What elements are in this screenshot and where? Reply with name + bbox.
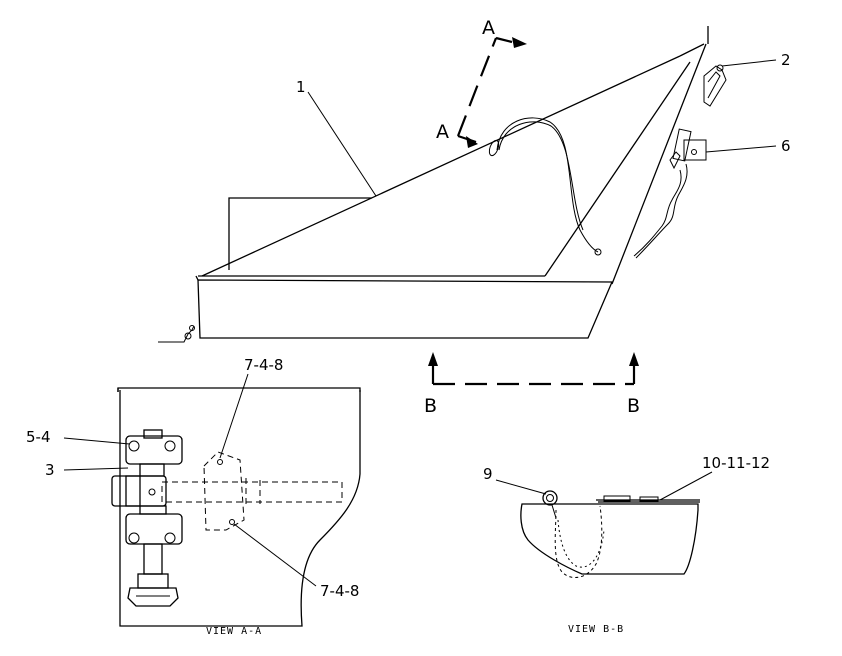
view-aa-detail: [111, 387, 361, 627]
callout-10-11-12: 10-11-12: [702, 454, 770, 472]
leader-9: [495, 479, 547, 495]
view-bb-detail: [520, 490, 700, 579]
view-bb-label: VIEW B-B: [568, 624, 624, 635]
leader-2: [721, 59, 777, 67]
section-marker-a-left: A: [436, 121, 449, 143]
callout-5-4: 5-4: [26, 428, 51, 446]
callout-7-4-8-top: 7-4-8: [244, 356, 283, 374]
leader-1: [307, 91, 377, 197]
main-assembly: [158, 26, 727, 343]
callout-9: 9: [483, 465, 493, 483]
leader-7-4-8-top: [219, 373, 249, 459]
leader-10-11-12: [659, 471, 713, 501]
section-marker-b-right: B: [627, 395, 640, 417]
section-line-a: [456, 36, 527, 148]
callout-1: 1: [296, 78, 306, 96]
leader-7-4-8-bottom: [233, 523, 317, 587]
callout-2: 2: [781, 51, 791, 69]
section-marker-b-left: B: [424, 395, 437, 417]
callout-7-4-8-bottom: 7-4-8: [320, 582, 359, 600]
leader-3: [63, 467, 129, 471]
leader-5-4: [63, 437, 131, 445]
view-aa-label: VIEW A-A: [206, 626, 262, 637]
callout-3: 3: [45, 461, 55, 479]
leader-6: [705, 145, 777, 153]
section-marker-a-top: A: [482, 17, 495, 39]
callout-6: 6: [781, 137, 791, 155]
section-line-b: [428, 352, 639, 386]
